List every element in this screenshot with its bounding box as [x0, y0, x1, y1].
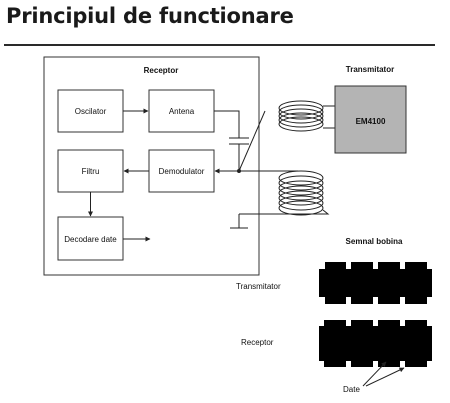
transmitter-coil: [278, 100, 335, 132]
receptor-frame: [43, 56, 260, 276]
signal-title: Semnal bobina: [346, 237, 403, 246]
receiver-signal-label: Receptor: [241, 338, 274, 347]
filter-label: Filtru: [82, 167, 100, 176]
junction-dot: [237, 169, 241, 173]
em4100-label: EM4100: [356, 117, 386, 126]
data-label: Date: [343, 385, 360, 394]
receiver-waveform: [315, 320, 432, 367]
demodulator-block: Demodulator: [148, 149, 215, 193]
oscillator-label: Oscilator: [75, 107, 107, 116]
demodulator-label: Demodulator: [159, 167, 205, 176]
data-pointer-arrows: [362, 361, 405, 387]
receiver-coil: [278, 170, 330, 216]
decoder-label: Decodare date: [64, 235, 117, 244]
receptor-title: Receptor: [144, 66, 179, 75]
antenna-label: Antena: [169, 107, 195, 116]
antenna-capacitor-wiring: [214, 110, 298, 172]
oscillator-block: Oscilator: [57, 89, 124, 133]
title-divider: [4, 44, 435, 46]
transmitter-waveform: [315, 262, 432, 304]
transmitter-signal-label: Transmitator: [236, 282, 281, 291]
page-title: Principiul de functionare: [6, 4, 294, 28]
transmitter-title: Transmitator: [346, 65, 394, 74]
ground-symbol: [230, 213, 300, 229]
decoder-block: Decodare date: [57, 216, 124, 261]
filter-block: Filtru: [57, 149, 124, 193]
antenna-block: Antena: [148, 89, 215, 133]
em4100-chip: [334, 85, 407, 154]
